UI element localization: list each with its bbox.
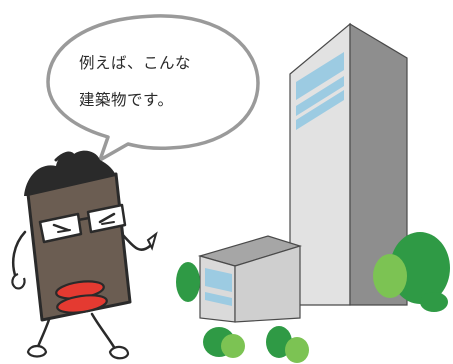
mascot-character-icon — [11, 150, 158, 360]
speech-bubble — [46, 14, 260, 162]
tree-icon — [176, 232, 450, 363]
bubble-text-line-2: 建築物です。 — [79, 91, 174, 109]
bubble-text-line-1: 例えば、こんな — [79, 54, 192, 72]
lips — [55, 280, 108, 314]
office-building-icon — [197, 22, 408, 323]
glasses — [38, 203, 127, 244]
